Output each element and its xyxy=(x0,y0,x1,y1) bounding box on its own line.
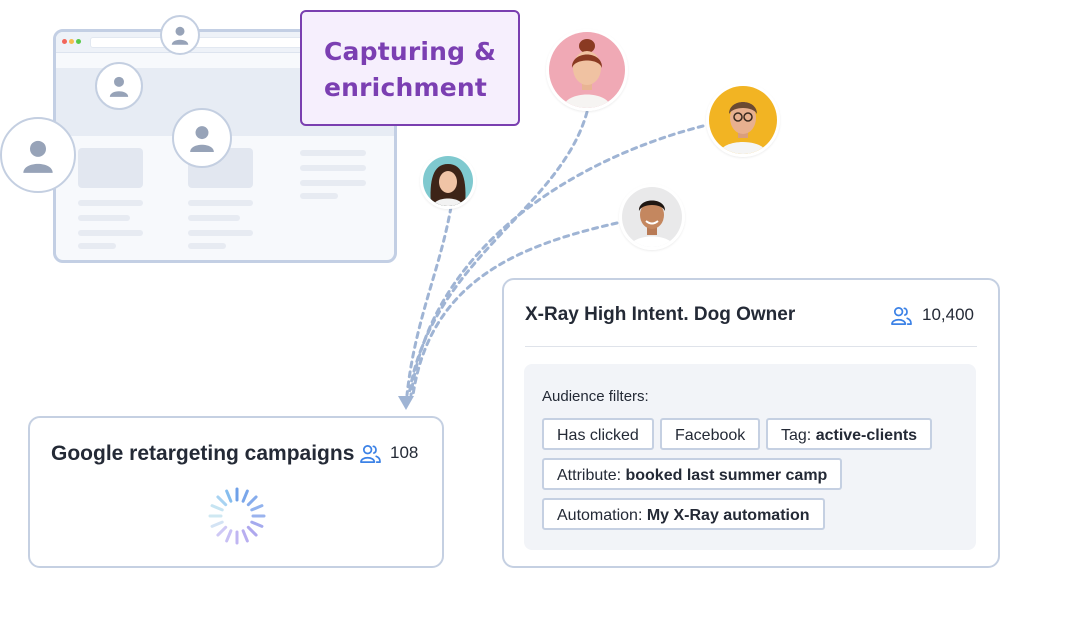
chip-prefix: Facebook xyxy=(675,427,746,444)
browser-address-bar xyxy=(90,37,322,48)
xray-audience-count: 10,400 xyxy=(922,305,974,324)
filter-chip-automation[interactable]: Automation: My X-Ray automation xyxy=(542,498,825,530)
user-silhouette-icon xyxy=(171,26,189,45)
chip-prefix: Has clicked xyxy=(557,427,639,444)
chip-prefix: Automation: xyxy=(557,507,647,524)
window-minimize-dot xyxy=(69,39,74,44)
google-card-title: Google retargeting campaigns xyxy=(51,442,355,465)
card-divider xyxy=(525,346,977,347)
person-avatar-woman-dark-hair xyxy=(420,153,476,209)
filter-chip-facebook[interactable]: Facebook xyxy=(660,418,761,450)
content-line xyxy=(300,165,366,171)
visitor-avatar-placeholder xyxy=(172,108,232,168)
content-line xyxy=(78,243,116,249)
visitor-avatar-placeholder xyxy=(160,15,200,55)
loading-spinner-icon xyxy=(208,487,266,545)
users-icon xyxy=(891,307,912,325)
audience-filters-panel: Audience filters: Has clicked Facebook T… xyxy=(524,364,976,550)
visitor-avatar-placeholder xyxy=(95,62,143,110)
content-line xyxy=(78,215,130,221)
filter-chip-attribute[interactable]: Attribute: booked last summer camp xyxy=(542,458,843,490)
person-avatar-man-glasses xyxy=(706,83,780,157)
flow-line-3 xyxy=(409,124,705,397)
chip-value: My X-Ray automation xyxy=(646,507,810,524)
content-line xyxy=(300,180,366,186)
chip-prefix: Attribute: xyxy=(557,467,626,484)
users-icon xyxy=(360,445,381,463)
capturing-enrichment-title: Capturing & enrichment xyxy=(324,37,497,102)
flow-line-4 xyxy=(411,221,619,397)
content-line xyxy=(300,150,366,156)
google-retargeting-card[interactable]: Google retargeting campaigns 108 xyxy=(28,416,444,568)
content-line xyxy=(78,230,143,236)
audience-filters-label: Audience filters: xyxy=(542,388,649,405)
content-line xyxy=(188,230,253,236)
flow-line-2 xyxy=(407,110,589,397)
person-avatar-man-smiling xyxy=(619,184,685,250)
content-line xyxy=(300,193,338,199)
person-avatar-woman-redhead xyxy=(546,29,628,111)
flow-line-1 xyxy=(405,205,453,397)
filter-chip-tag[interactable]: Tag: active-clients xyxy=(766,418,933,450)
google-audience-count: 108 xyxy=(390,443,419,462)
user-silhouette-icon xyxy=(23,140,53,173)
content-line xyxy=(78,200,143,206)
window-close-dot xyxy=(62,39,67,44)
user-silhouette-icon xyxy=(190,126,214,152)
filter-chip-has-clicked[interactable]: Has clicked xyxy=(542,418,654,450)
window-maximize-dot xyxy=(76,39,81,44)
content-line xyxy=(188,243,226,249)
content-card-1 xyxy=(78,148,143,188)
chip-prefix: Tag: xyxy=(781,427,816,444)
chip-value: active-clients xyxy=(815,427,918,444)
xray-card-title: X-Ray High Intent. Dog Owner xyxy=(525,304,796,325)
chip-value: booked last summer camp xyxy=(625,467,828,484)
content-line xyxy=(188,200,253,206)
visitor-avatar-placeholder xyxy=(0,117,76,193)
flow-arrow-head xyxy=(398,396,414,410)
content-line xyxy=(188,215,240,221)
user-silhouette-icon xyxy=(109,76,129,97)
capturing-enrichment-box: Capturing & enrichment xyxy=(300,10,520,126)
